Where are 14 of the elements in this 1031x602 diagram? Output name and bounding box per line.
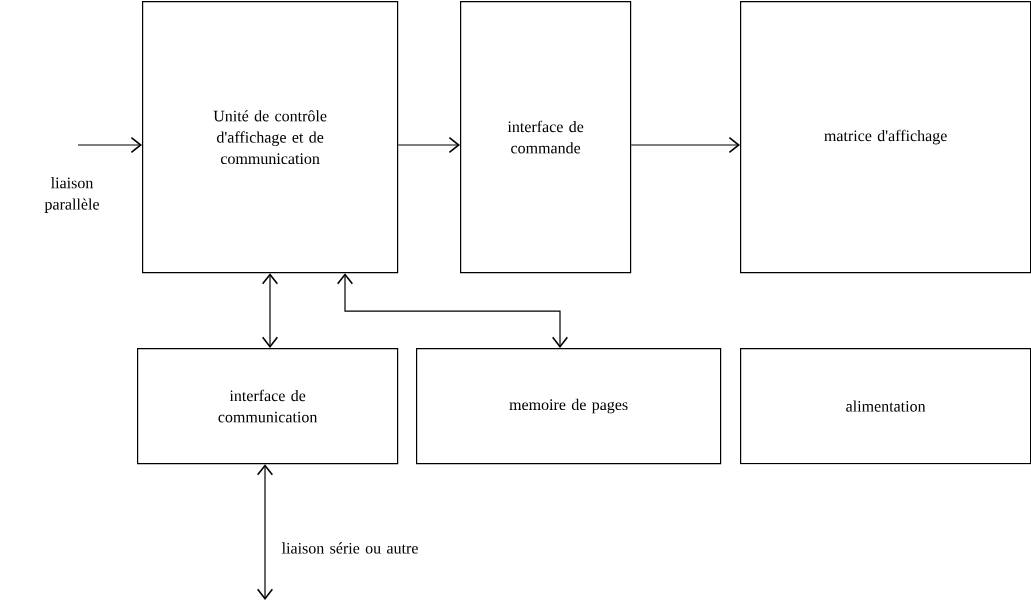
arrow (77, 136, 142, 154)
arrow (630, 136, 740, 154)
block-box: Unité de contrôle d'affichage et de communication (142, 1, 399, 274)
block-box: matrice d'affichage (740, 1, 1031, 274)
arrow (256, 464, 274, 600)
edge-label: liaison série ou autre (281, 542, 418, 554)
block-box: memoire de pages (416, 348, 722, 465)
arrow (261, 273, 279, 348)
block-box: interface de commande (460, 1, 632, 274)
block-box: interface de communication (137, 348, 399, 465)
arrow (336, 273, 569, 348)
edge-label: liaison parallèle (44, 177, 99, 213)
arrow (397, 136, 460, 154)
block-box: alimentation (740, 348, 1031, 465)
